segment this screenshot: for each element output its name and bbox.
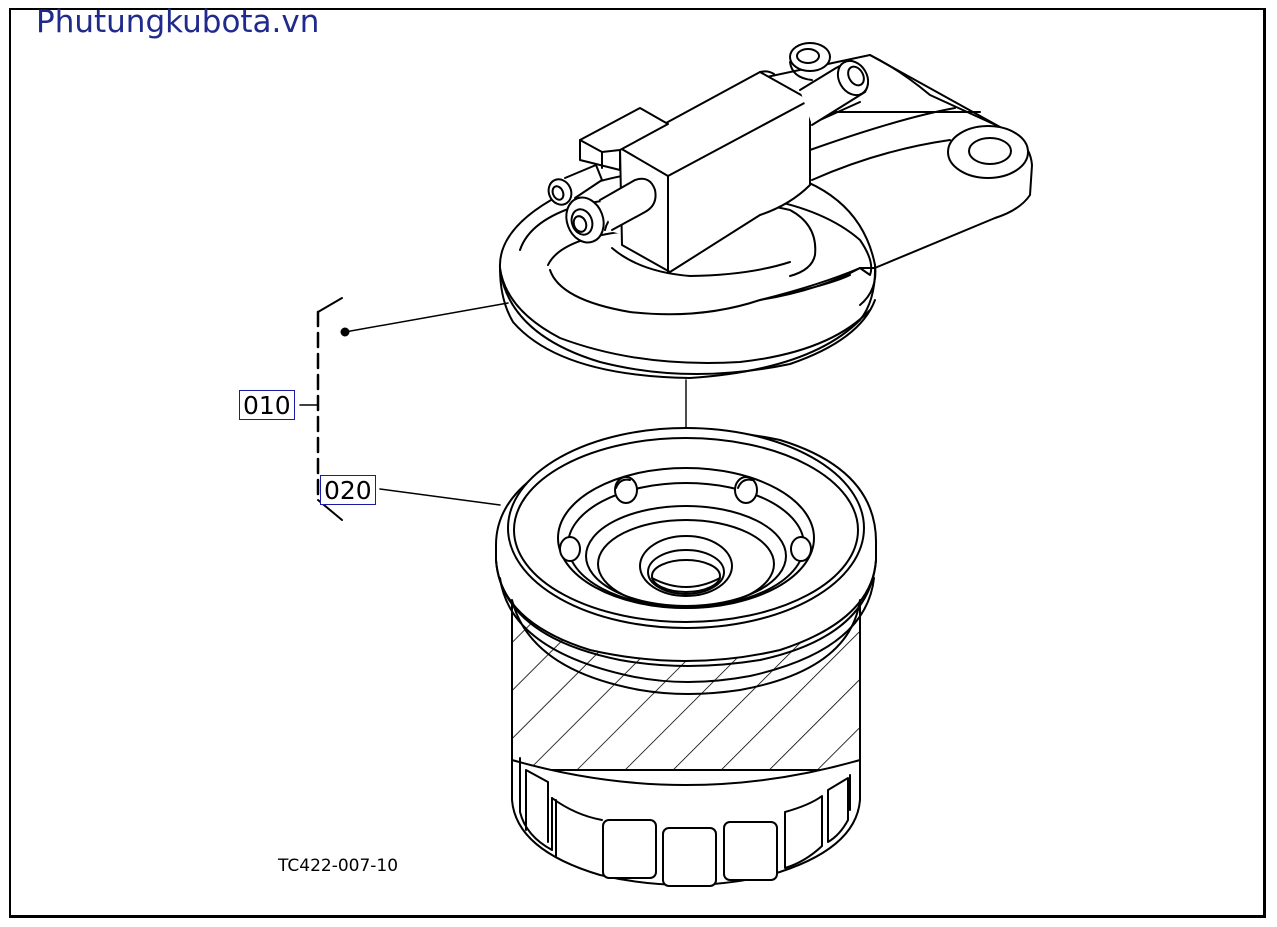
figure-code: TC422-007-10: [278, 856, 399, 876]
filter-cartridge: [495, 427, 878, 887]
part-callout-020[interactable]: 020: [320, 475, 376, 505]
part-callout-010[interactable]: 010: [239, 390, 295, 420]
watermark-text: Phutungkubota.vn: [36, 4, 320, 40]
knurled-band: [519, 757, 851, 887]
filter-head: [498, 42, 1033, 379]
